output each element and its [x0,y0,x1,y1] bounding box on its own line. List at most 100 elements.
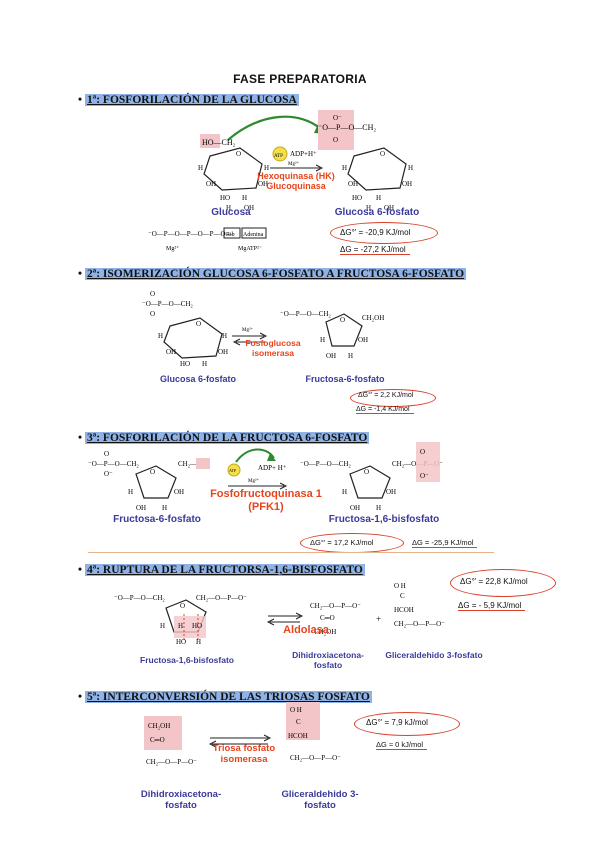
svg-text:H: H [264,164,269,172]
svg-text:HO—CH₂: HO—CH₂ [202,138,236,147]
svg-text:ADP+ H⁺: ADP+ H⁺ [258,464,287,472]
svg-text:CH₂—O—P—O⁻: CH₂—O—P—O⁻ [394,620,445,628]
svg-text:HO: HO [176,638,186,646]
svg-text:OH: OH [244,204,254,212]
step-5-dg0-ellipse [354,712,460,736]
svg-text:O: O [104,450,109,458]
svg-text:O: O [364,468,369,476]
svg-text:H: H [162,504,167,512]
section-divider [88,552,494,553]
step-4-label: 4ª: RUPTURA DE LA FRUCTORSA-1,6-BISFOSFA… [85,564,365,576]
step-1-heading: •1ª: FOSFORILACIÓN DE LA GLUCOSA [78,94,299,106]
svg-text:H: H [242,194,247,202]
svg-text:O: O [196,320,201,328]
svg-text:⁻O—P—O—CH₂: ⁻O—P—O—CH₂ [142,300,193,308]
step-2-product: Fructosa-6-fosfato [305,374,385,384]
svg-text:O H: O H [394,582,406,590]
step-5-diagram: CH₂OH C═O CH₂—O—P—O⁻ O H C HCOH CH₂—O—P—… [144,702,341,766]
svg-text:Mg²⁺: Mg²⁺ [242,327,253,333]
step-1-dg0-ellipse [330,222,438,244]
svg-text:C: C [296,718,301,726]
step-4-dg0: ΔG°' = 22,8 KJ/mol [460,577,528,586]
svg-text:H: H [320,336,325,344]
step-2-heading: •2ª: ISOMERIZACIÓN GLUCOSA 6-FOSFATO A F… [78,268,467,280]
step-1-diagram: HO—CH₂ O H H OH OH HO H H OH ATP ADP+H⁺ … [198,110,413,212]
step-1-substrate: Glucosa [211,207,251,218]
step-2-diagram: O ⁻O—P—O—CH₂ O O H H OH OH HO H Mg²⁺ ⁻O—… [142,290,384,368]
svg-text:OH: OH [348,180,358,188]
step-2-dg0-ellipse [350,389,436,407]
step-5-substrate: Dihidroxiacetona-fosfato [140,789,222,811]
svg-text:H: H [408,164,413,172]
svg-text:OH: OH [326,352,336,360]
svg-text:HO: HO [220,194,230,202]
step-5-dg0: ΔG°' = 7,9 kJ/mol [366,718,428,727]
step-2-enzyme: Fosfoglucosa isomerasa [245,338,301,358]
svg-text:OH: OH [386,488,396,496]
svg-text:⁻O—P—O—CH₂: ⁻O—P—O—CH₂ [88,460,139,468]
svg-text:H: H [160,622,165,630]
svg-text:CH₂—O—P—O⁻: CH₂—O—P—O⁻ [196,594,247,602]
svg-text:H: H [366,204,371,212]
svg-text:HCOH: HCOH [288,732,308,740]
svg-text:⁻O—P—O—P—O—P—O—: ⁻O—P—O—P—O—P—O— [148,230,234,238]
svg-text:ATP: ATP [229,468,237,473]
svg-text:C═O: C═O [320,614,335,622]
svg-text:H: H [226,204,231,212]
svg-text:O H: O H [290,706,302,714]
svg-text:CH₂OH: CH₂OH [362,314,384,322]
step-3-dg: ΔG = -25,9 KJ/mol [412,538,477,548]
step-1-product: Glucosa 6-fosfato [334,207,420,218]
step-3-substrate: Fructosa-6-fosfato [113,514,201,525]
step-3-enzyme: Fosfofructoquinasa 1 (PFK1) [210,488,322,513]
svg-text:⁻O—P—O—CH₂: ⁻O—P—O—CH₂ [280,310,331,318]
svg-text:O: O [420,448,425,456]
svg-text:CH₂OH: CH₂OH [314,628,336,636]
svg-text:CH₂—O—P—O⁻: CH₂—O—P—O⁻ [146,758,197,766]
step-4-dg0-ellipse [450,569,556,597]
svg-text:⁻O—P—O—CH₂: ⁻O—P—O—CH₂ [318,123,376,132]
svg-text:H: H [158,332,163,340]
step-1-label: 1ª: FOSFORILACIÓN DE LA GLUCOSA [85,94,299,106]
atp-mg-label: Mg²⁺ [166,245,179,252]
svg-text:O: O [180,602,185,610]
step-4-product-a: Dihidroxiacetona-fosfato [292,650,364,670]
step-5-product: Gliceraldehido 3-fosfato [281,789,359,811]
svg-text:CH₂—OH: CH₂—OH [178,460,207,468]
step-5-label: 5ª: INTERCONVERSIÓN DE LAS TRIOSAS FOSFA… [85,691,372,703]
svg-text:O: O [150,290,155,298]
step-2-label: 2ª: ISOMERIZACIÓN GLUCOSA 6-FOSFATO A FR… [85,268,467,280]
svg-text:H: H [348,352,353,360]
svg-text:OH: OH [206,180,216,188]
svg-text:O⁻: O⁻ [420,472,429,480]
svg-text:OH: OH [174,488,184,496]
step-4-diagram: ⁻O—P—O—CH₂ CH₂—O—P—O⁻ O H HO H HO H CH₂—… [114,582,445,646]
svg-text:H: H [178,622,183,630]
step-4-enzyme: Aldolasa [283,624,329,636]
svg-text:OH: OH [218,348,228,356]
svg-text:CH₂—O—P—O⁻: CH₂—O—P—O⁻ [310,602,361,610]
atp-rib-label: Rib [226,232,235,238]
svg-text:+: + [376,614,381,624]
svg-text:H: H [342,164,347,172]
step-4-substrate: Fructosa-1,6-bisfosfato [140,655,234,665]
svg-text:HO: HO [192,622,202,630]
svg-text:H: H [376,504,381,512]
step-4-heading: •4ª: RUPTURA DE LA FRUCTORSA-1,6-BISFOSF… [78,564,365,576]
step-2-substrate: Glucosa 6-fosfato [159,374,236,384]
svg-text:OH: OH [258,180,268,188]
svg-text:O⁻: O⁻ [333,114,342,122]
svg-text:CH₂OH: CH₂OH [148,722,170,730]
step-3-heading: •3ª: FOSFORILACIÓN DE LA FRUCTOSA 6-FOSF… [78,432,370,444]
step-5-heading: •5ª: INTERCONVERSIÓN DE LAS TRIOSAS FOSF… [78,691,372,703]
svg-text:HCOH: HCOH [394,606,414,614]
atp-mgatp-label: MgATP²⁻ [238,246,262,252]
svg-text:Mg²⁺: Mg²⁺ [288,161,299,167]
step-5-dg: ΔG ≈ 0 kJ/mol [376,740,428,750]
step-3-product: Fructosa-1,6-bisfosfato [328,514,440,525]
step-4-dg: ΔG = - 5,9 KJ/mol [458,601,526,611]
svg-text:ATP: ATP [274,154,283,159]
step-3-diagram: ⁻O—P—O—CH₂ O O⁻ O CH₂—OH H OH OH H ATP A… [88,442,443,512]
svg-text:OH: OH [358,336,368,344]
step-1-enzyme: Hexoquinasa (HK) Glucoquinasa [257,171,335,192]
